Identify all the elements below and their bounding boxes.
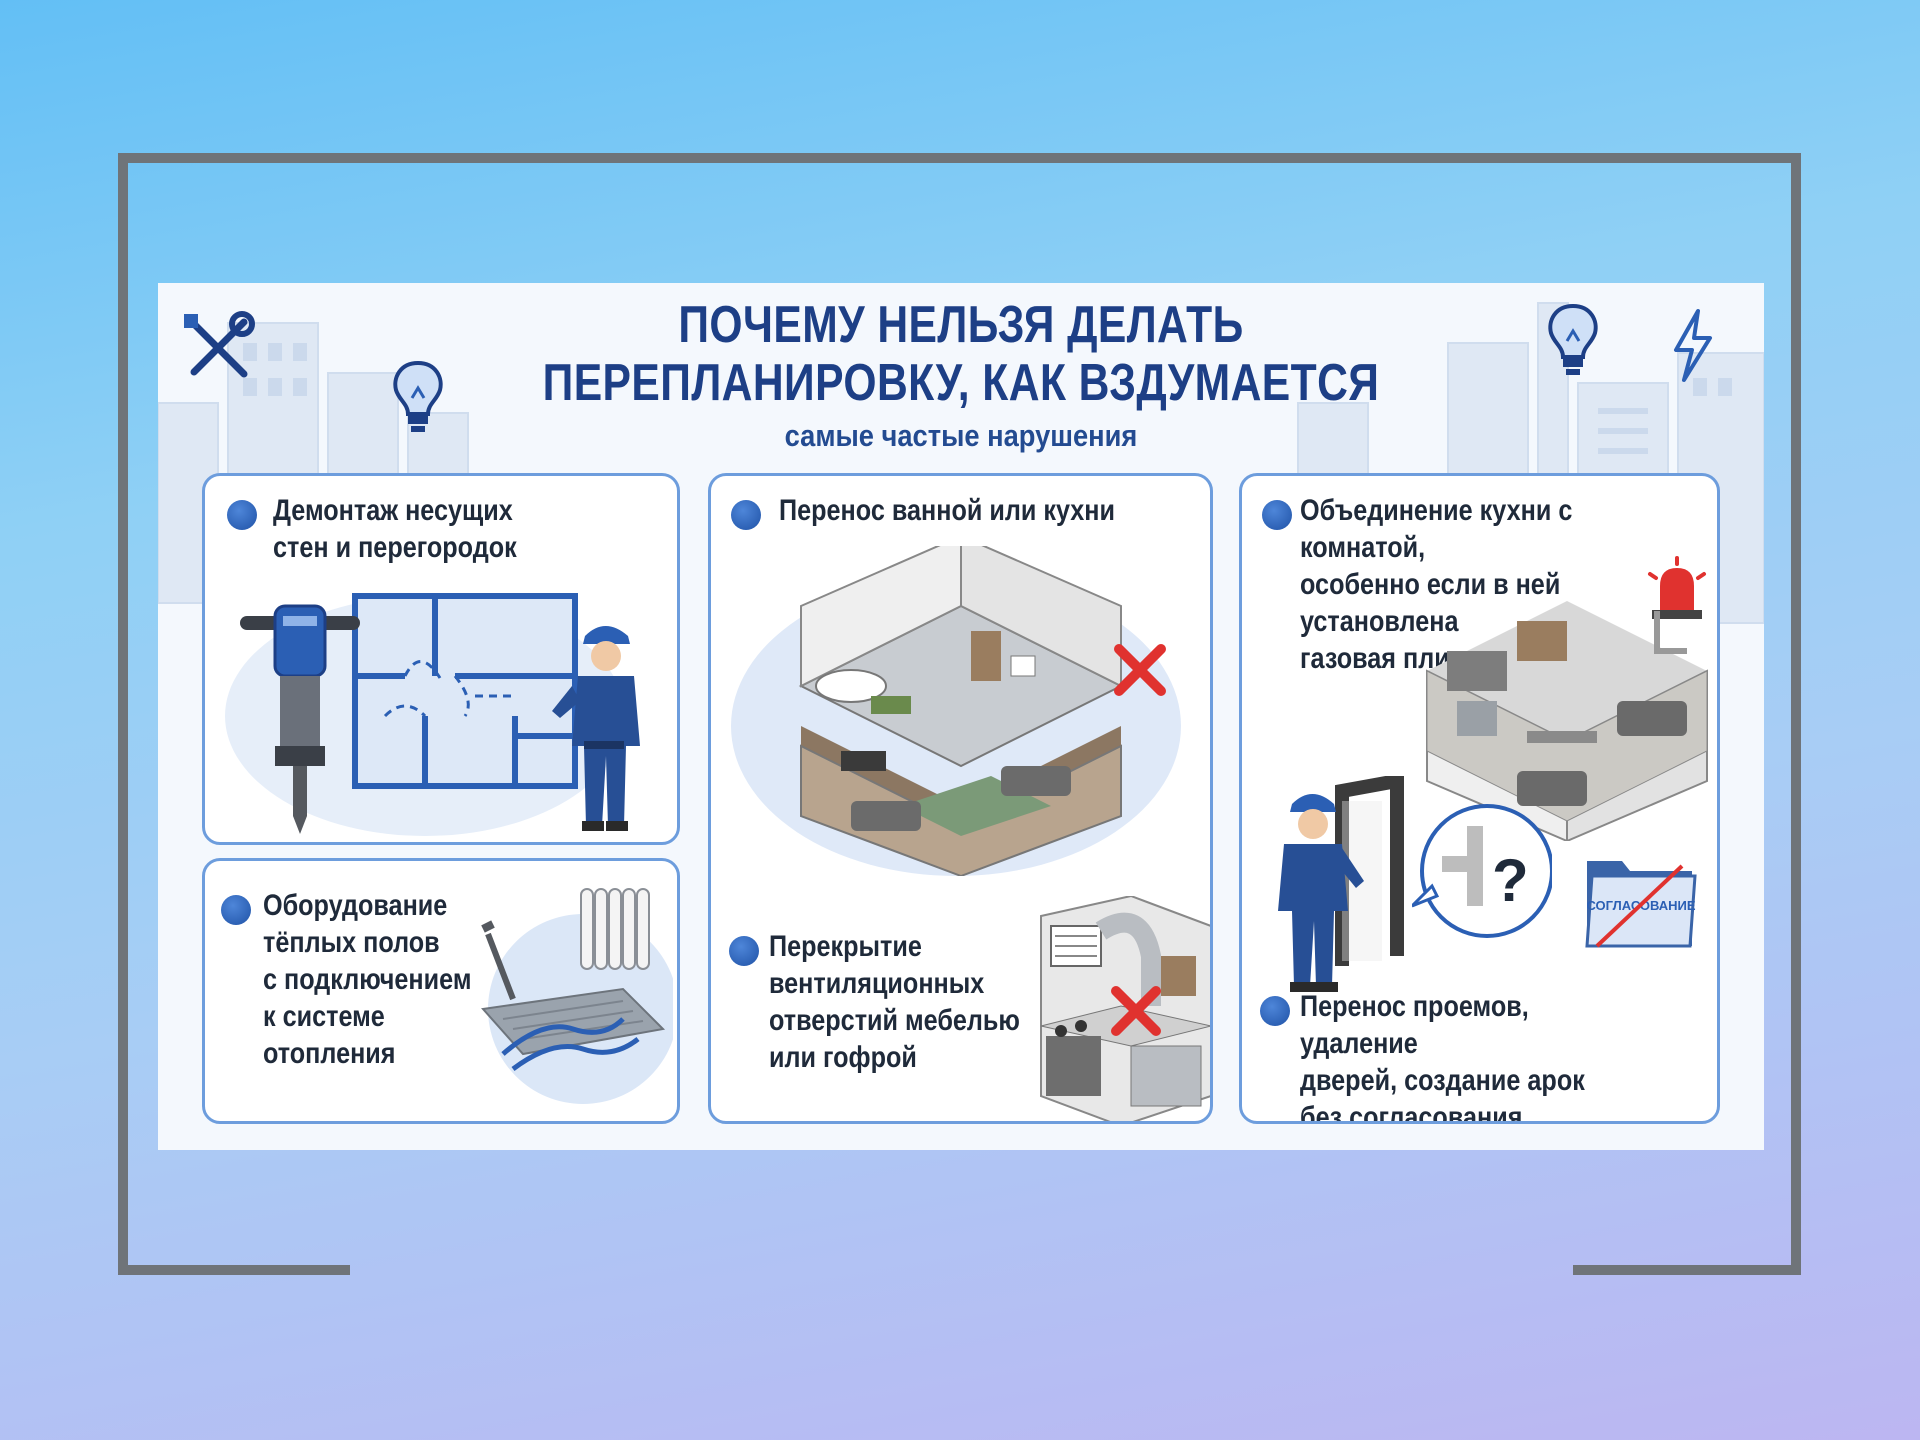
card-ventilation-line-1: Перекрытие	[769, 930, 922, 963]
lightbulb-icon	[393, 360, 443, 432]
lightning-icon	[1674, 309, 1712, 382]
card-kitchen-line-3: установлена	[1300, 605, 1459, 638]
card-walls-line-2: стен и перегородок	[273, 531, 517, 564]
card-kitchen-text: Объединение кухни с комнатой, особенно е…	[1300, 492, 1650, 677]
poster-title-line-2: ПЕРЕПЛАНИРОВКУ, КАК ВЗДУМАЕТСЯ	[542, 354, 1380, 412]
bathroom-room-icon	[731, 546, 1181, 876]
cross-icon	[1114, 644, 1166, 696]
poster-title-line-1: ПОЧЕМУ НЕЛЬЗЯ ДЕЛАТЬ	[678, 296, 1244, 354]
card-walls-text: Демонтаж несущих стен и перегородок	[273, 492, 517, 566]
lightbulb-icon	[1548, 303, 1598, 375]
bullet-icon	[731, 500, 761, 530]
card-ventilation-line-3: отверстий мебелью	[769, 1004, 1020, 1037]
bullet-icon	[1260, 996, 1290, 1026]
card-kitchen-line-1: Объединение кухни с комнатой,	[1300, 494, 1573, 564]
card-kitchen-openings: Объединение кухни с комнатой, особенно е…	[1239, 473, 1720, 1124]
svg-text:?: ?	[1492, 847, 1529, 914]
tools-icon	[184, 311, 255, 378]
card-openings-line-1: Перенос проемов, удаление	[1300, 990, 1529, 1060]
card-openings-text: Перенос проемов, удаление дверей, создан…	[1300, 988, 1650, 1124]
bullet-icon	[221, 895, 251, 925]
card-floors: Оборудование тёплых полов с подключением…	[202, 858, 680, 1124]
folder-icon: СОГЛАСОВАНИЕ	[1585, 861, 1697, 948]
radiator-icon	[481, 888, 673, 1104]
bullet-icon	[1262, 500, 1292, 530]
poster-subtitle: самые частые нарушения	[784, 418, 1138, 453]
bullet-icon	[729, 936, 759, 966]
question-icon: ?	[1412, 804, 1552, 938]
card-bathroom-line-1: Перенос ванной или кухни	[779, 494, 1115, 527]
outer-frame	[118, 153, 1801, 1275]
card-floors-line-5: отопления	[263, 1037, 396, 1070]
card-ventilation-text: Перекрытие вентиляционных отверстий мебе…	[769, 928, 1020, 1076]
card-floors-line-1: Оборудование	[263, 889, 448, 922]
bullet-icon	[227, 500, 257, 530]
card-ventilation-line-4: или гофрой	[769, 1041, 917, 1074]
jackhammer-icon	[240, 604, 360, 834]
card-ventilation-line-2: вентиляционных	[769, 967, 985, 1000]
card-floors-line-4: к системе	[263, 1000, 385, 1033]
worker-icon	[1278, 794, 1364, 992]
card-openings-line-2: дверей, создание арок	[1300, 1064, 1585, 1097]
worker-icon	[552, 626, 640, 831]
card-floors-text: Оборудование тёплых полов с подключением…	[263, 887, 471, 1072]
card-floors-line-3: с подключением	[263, 963, 472, 996]
card-bathroom-ventilation: Перенос ванной или кухни Перекрытие	[708, 473, 1213, 1124]
card-bathroom-text: Перенос ванной или кухни	[779, 492, 1115, 529]
kitchen-room-icon	[1426, 601, 1708, 841]
card-openings-line-3: без согласования	[1300, 1101, 1523, 1124]
vent-kitchen-icon	[1040, 896, 1210, 1121]
card-walls-line-1: Демонтаж несущих	[273, 494, 513, 527]
infographic-poster: ПОЧЕМУ НЕЛЬЗЯ ДЕЛАТЬ ПЕРЕПЛАНИРОВКУ, КАК…	[158, 283, 1764, 1150]
siren-icon	[1648, 556, 1706, 619]
card-floors-line-2: тёплых полов	[263, 926, 440, 959]
card-kitchen-line-2: особенно если в ней	[1300, 568, 1561, 601]
card-walls: Демонтаж несущих стен и перегородок	[202, 473, 680, 845]
